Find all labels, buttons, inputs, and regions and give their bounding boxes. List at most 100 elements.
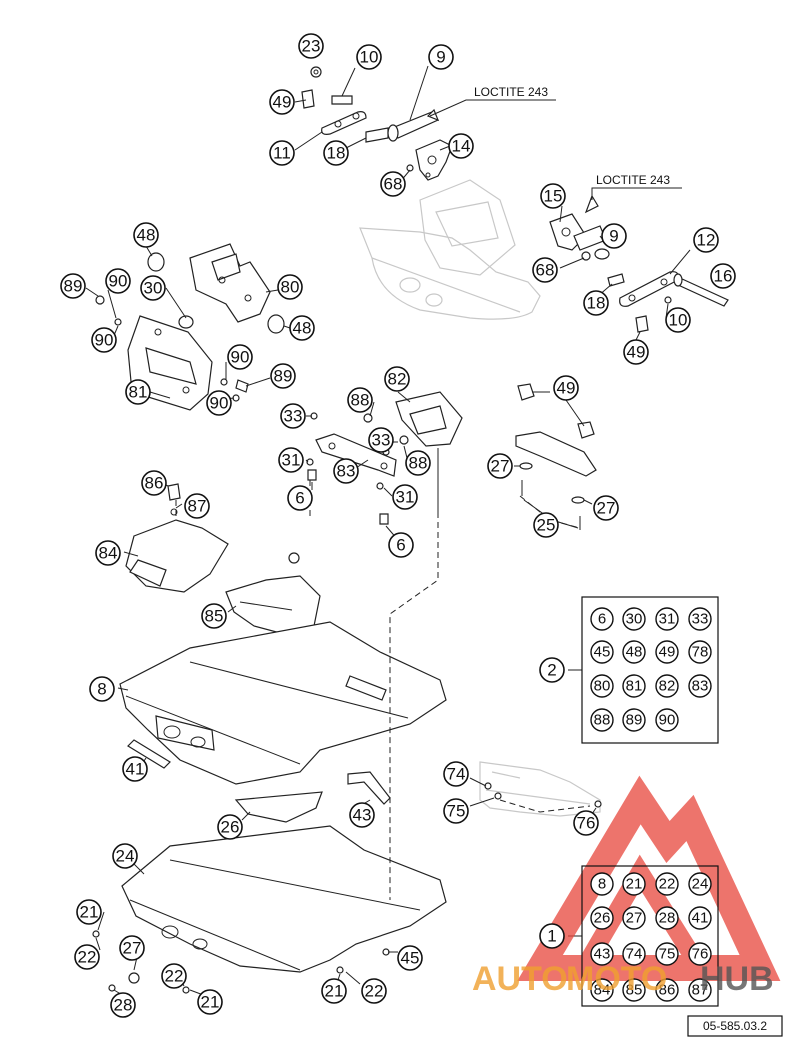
svg-text:84: 84 [594,982,611,999]
callout-80-label: 80 [281,278,300,297]
callout-45-label: 45 [401,949,420,968]
kit-2-item-11: 83 [688,674,712,698]
callout-88-b-label: 88 [409,454,428,473]
callout-22-a-label: 22 [78,948,97,967]
svg-text:80: 80 [594,678,611,695]
callout-41: 41 [122,756,148,782]
callout-16: 16 [710,263,736,289]
callout-11-label: 11 [273,144,291,163]
callout-18-right-label: 18 [587,294,606,313]
kit-2-item-3: 33 [688,607,712,631]
callout-22-c-label: 22 [365,982,384,1001]
callout-24-label: 24 [116,847,135,866]
callout-41-label: 41 [126,760,145,779]
kit-1-item-12: 84 [590,978,614,1002]
svg-text:41: 41 [692,910,709,927]
kit-2-item-1: 30 [622,607,646,631]
svg-text:24: 24 [692,876,709,893]
svg-text:82: 82 [659,678,676,695]
top-bracket-assembly [301,66,453,181]
svg-text:83: 83 [692,678,709,695]
svg-text:6: 6 [598,611,606,628]
right-mount-assembly [515,383,597,530]
watermark-text-hub: HUB [700,960,774,998]
kit-2-item-5: 48 [622,640,646,664]
callout-87: 87 [184,493,210,519]
loctite-label-b: LOCTITE 243 [596,173,670,187]
callout-11: 11 [269,140,295,166]
kit-1-item-8: 43 [590,942,614,966]
callout-10-top-label: 10 [360,48,379,67]
svg-text:88: 88 [594,712,611,729]
callout-82: 82 [384,366,410,392]
left-bracket-assembly [95,243,285,411]
svg-text:75: 75 [659,946,676,963]
watermark-inner-triangle [576,854,708,973]
svg-text:49: 49 [659,644,676,661]
callout-89-right-label: 89 [274,367,293,386]
callout-28: 28 [110,992,136,1018]
kit-1-item-5: 27 [622,906,646,930]
callout-43-label: 43 [353,806,372,825]
callout-49-right-label: 49 [627,343,646,362]
kit-2-item-7: 78 [688,640,712,664]
kit-1-callout: 1 [539,923,565,949]
callout-89-left-label: 89 [64,277,83,296]
callout-10-right-label: 10 [669,311,688,330]
svg-text:21: 21 [626,876,643,893]
callout-18-top-label: 18 [327,144,346,163]
watermark-triangle [517,775,781,981]
callout-31-b-label: 31 [396,488,415,507]
callout-15-label: 15 [544,187,563,206]
callout-48-right-label: 48 [293,319,312,338]
callout-31-a: 31 [278,447,304,473]
kit-1-box: 1 8 21 22 24 26 27 28 41 43 74 75 76 84 … [539,865,719,1007]
callout-48-right: 48 [289,315,315,341]
callout-23-label: 23 [302,37,321,56]
callout-25: 25 [533,512,559,538]
callout-26-label: 26 [221,818,240,837]
svg-text:85: 85 [626,982,643,999]
loctite-label-a: LOCTITE 243 [474,85,548,99]
callout-27-c-label: 27 [123,939,142,958]
kit-1-item-7: 41 [688,906,712,930]
watermark-logo [517,775,781,981]
callout-6-b-label: 6 [396,536,405,555]
kit-1-item-4: 26 [590,906,614,930]
callout-25-label: 25 [537,516,556,535]
svg-text:22: 22 [659,876,676,893]
callout-90-b: 90 [91,327,117,353]
callout-49-mid: 49 [553,375,579,401]
ghost-skid-plate-outline [359,179,601,817]
svg-text:30: 30 [626,611,643,628]
callout-18-top: 18 [323,140,349,166]
callout-90-d-label: 90 [210,394,229,413]
callout-27-b-label: 27 [597,499,616,518]
svg-text:31: 31 [659,611,676,628]
callout-68-top-label: 68 [384,175,403,194]
callout-6-a-label: 6 [295,489,304,508]
callout-22-c: 22 [361,978,387,1004]
kit-2-item-6: 49 [655,640,679,664]
callout-21-b-label: 21 [201,993,220,1012]
kit-2-item-10: 82 [655,674,679,698]
kit-2-callout-label: 2 [547,661,556,680]
kit-2-item-2: 31 [655,607,679,631]
kit-1-item-14: 86 [655,978,679,1002]
callout-49-right: 49 [623,339,649,365]
callout-8: 8 [89,676,115,702]
reference-box: 05-585.03.2 [687,1015,783,1037]
callout-90-c-label: 90 [231,348,250,367]
callout-49-mid-label: 49 [557,379,576,398]
callout-90-a: 90 [105,268,131,294]
callout-21-c-label: 21 [325,982,344,1001]
callout-85-label: 85 [205,607,224,626]
callout-9-right-label: 9 [609,227,618,246]
svg-text:28: 28 [659,910,676,927]
kit-1-callout-label: 1 [547,927,556,946]
callout-81-label: 81 [129,383,148,402]
kit-1-item-6: 28 [655,906,679,930]
kit-1-item-11: 76 [688,942,712,966]
kit-2-item-9: 81 [622,674,646,698]
callout-16-label: 16 [714,267,733,286]
